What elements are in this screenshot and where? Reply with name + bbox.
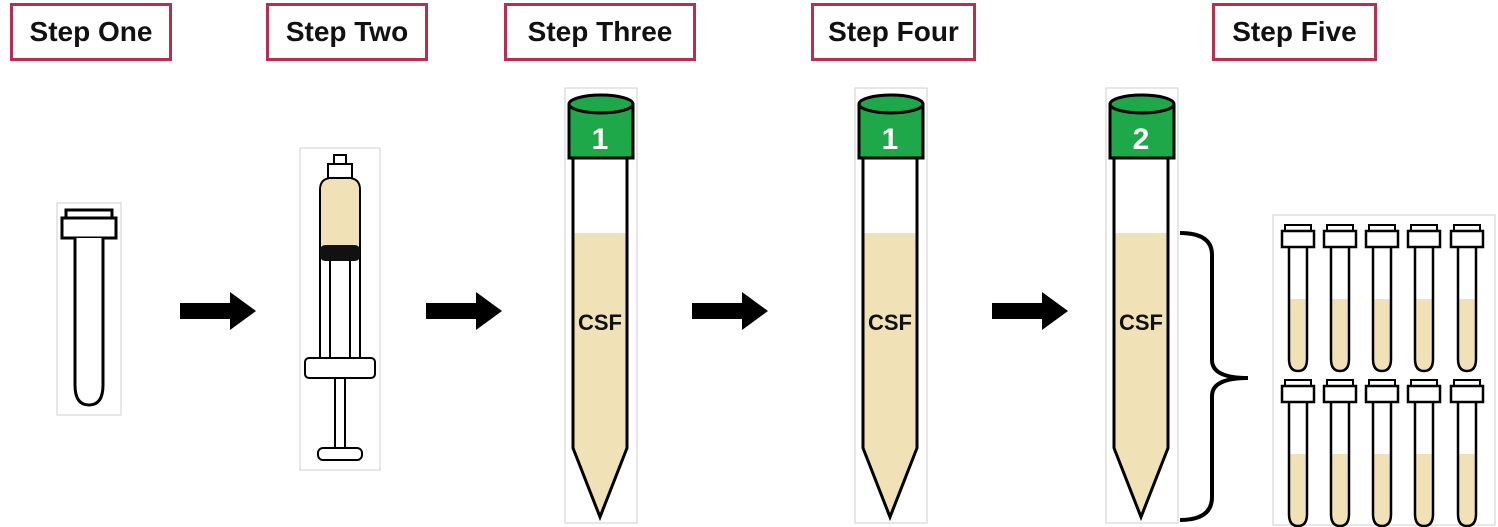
tube-content-label: CSF	[578, 310, 622, 335]
tube-content-label: CSF	[868, 310, 912, 335]
conical-tube-step-four: 1 CSF	[854, 87, 928, 524]
aliquot-tube-grid	[1272, 214, 1496, 527]
curly-brace	[1179, 231, 1249, 522]
tube-cap-number: 2	[1133, 123, 1150, 156]
arrow-1	[180, 292, 256, 330]
arrow-4	[992, 292, 1068, 330]
tube-cap-number: 1	[882, 123, 899, 156]
aliquot-tube	[1406, 379, 1442, 527]
tube-cap-number: 1	[592, 123, 609, 156]
aliquot-tube	[1449, 224, 1485, 373]
aliquot-tube	[1322, 224, 1358, 373]
empty-microtube	[56, 202, 122, 416]
step-three-label: Step Three	[504, 3, 696, 61]
aliquot-tube	[1364, 379, 1400, 527]
arrow-2	[426, 292, 502, 330]
conical-tube-step-five: 2 CSF	[1105, 87, 1179, 524]
aliquot-tube	[1322, 379, 1358, 527]
step-four-label: Step Four	[811, 3, 976, 61]
aliquot-tube	[1449, 379, 1485, 527]
aliquot-tube	[1406, 224, 1442, 373]
tube-content-label: CSF	[1119, 310, 1163, 335]
arrow-3	[692, 292, 768, 330]
aliquot-tube	[1280, 379, 1316, 527]
aliquot-tube	[1364, 224, 1400, 373]
step-two-label: Step Two	[266, 3, 428, 61]
conical-tube-step-three: 1 CSF	[564, 87, 638, 524]
step-one-label: Step One	[10, 3, 172, 61]
syringe	[299, 147, 381, 471]
aliquot-tube	[1280, 224, 1316, 373]
step-five-label: Step Five	[1212, 3, 1377, 61]
